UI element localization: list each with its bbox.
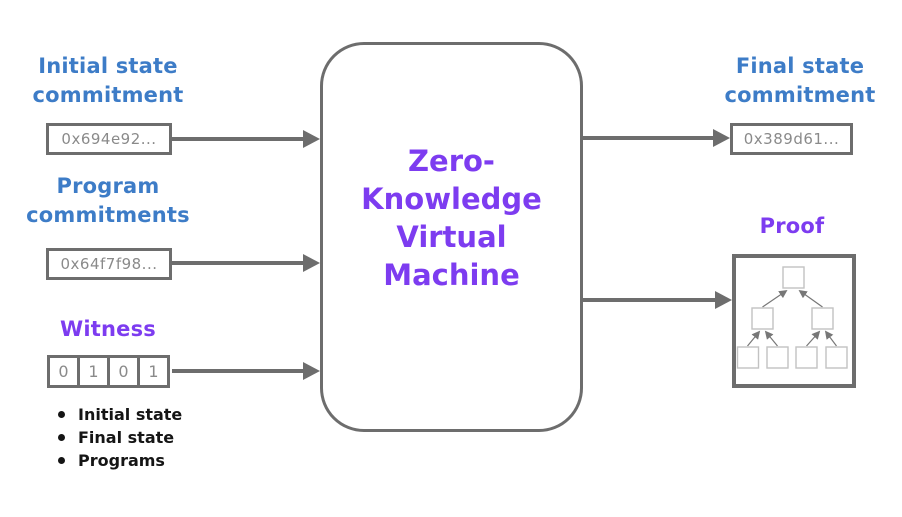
hash-text: 0x694e92... xyxy=(61,130,157,148)
bullet-icon xyxy=(58,411,65,418)
witness-bits: 0 1 0 1 xyxy=(47,355,170,388)
hash-text: 0x389d61... xyxy=(743,130,840,148)
program-commitments-label: Program commitments xyxy=(26,174,190,227)
arrowhead-icon xyxy=(303,362,320,380)
arrow-initial-to-vm xyxy=(172,137,306,141)
witness-bit: 0 xyxy=(107,355,140,388)
arrowhead-icon xyxy=(713,129,730,147)
list-item: Programs xyxy=(58,449,182,472)
proof-node xyxy=(732,254,856,388)
program-commitments-value: 0x64f7f98... xyxy=(46,248,172,280)
zkvm-title: Zero- Knowledge Virtual Machine xyxy=(361,144,542,292)
arrow-vm-to-final xyxy=(583,136,715,140)
note-text: Programs xyxy=(78,451,165,470)
arrowhead-icon xyxy=(303,130,320,148)
merkle-tree-icon xyxy=(736,266,848,369)
bullet-icon xyxy=(58,434,65,441)
initial-state-commitment-label: Initial state commitment xyxy=(32,54,184,107)
witness-label: Witness xyxy=(60,317,156,341)
witness-bit: 0 xyxy=(47,355,80,388)
zkvm-node: Zero- Knowledge Virtual Machine xyxy=(320,42,583,432)
list-item: Initial state xyxy=(58,403,182,426)
arrow-witness-to-vm xyxy=(172,369,306,373)
note-text: Initial state xyxy=(78,405,183,424)
note-text: Final state xyxy=(78,428,175,447)
arrowhead-icon xyxy=(303,254,320,272)
arrow-vm-to-proof xyxy=(583,298,717,302)
final-state-commitment-value: 0x389d61... xyxy=(730,123,853,155)
hash-text: 0x64f7f98... xyxy=(60,255,158,273)
arrowhead-icon xyxy=(715,291,732,309)
list-item: Final state xyxy=(58,426,182,449)
proof-label: Proof xyxy=(759,214,825,238)
bullet-icon xyxy=(58,457,65,464)
final-state-commitment-label: Final state commitment xyxy=(724,54,876,107)
witness-notes-list: Initial state Final state Programs xyxy=(58,403,182,472)
witness-bit: 1 xyxy=(77,355,110,388)
witness-bit: 1 xyxy=(137,355,170,388)
arrow-program-to-vm xyxy=(172,261,306,265)
initial-state-commitment-value: 0x694e92... xyxy=(46,123,172,155)
